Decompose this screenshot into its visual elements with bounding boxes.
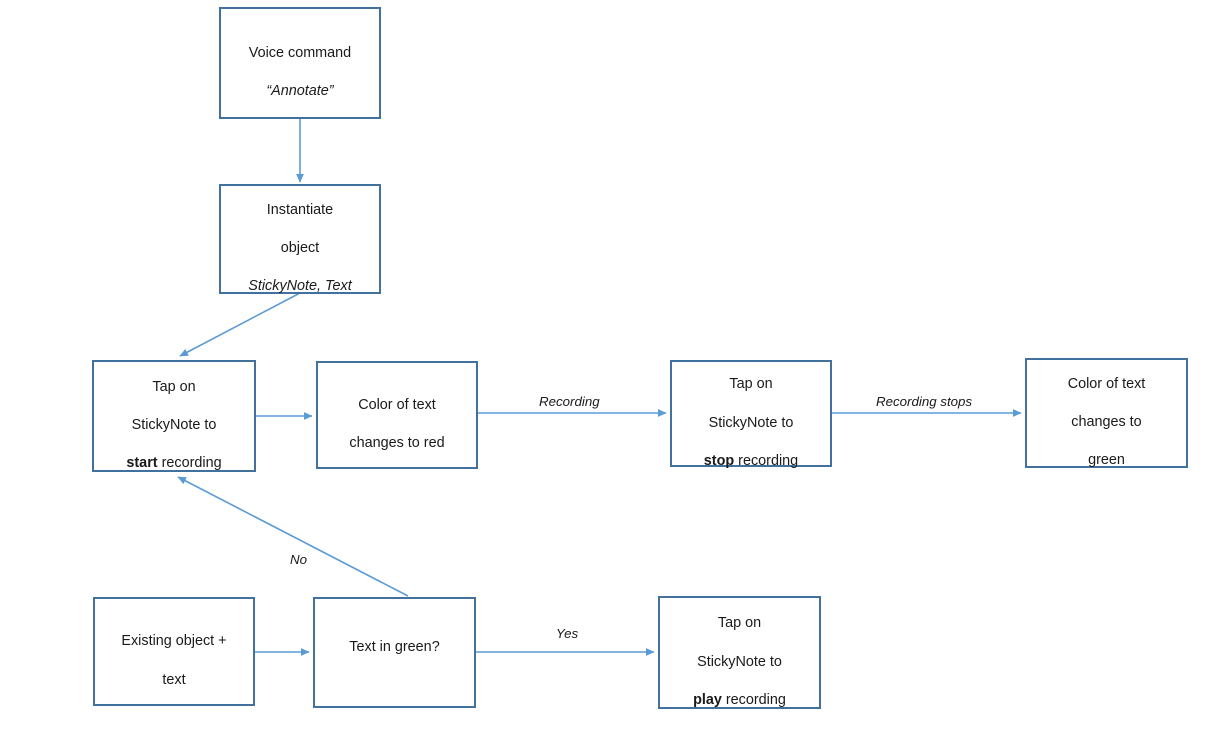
node-text-in-green-decision[interactable]: Text in green? — [313, 597, 476, 708]
node-text-in-green-decision-line1: Text in green? — [349, 639, 440, 656]
edge-label-no: No — [290, 552, 307, 567]
node-text-green-line2: changes to — [1071, 414, 1142, 430]
node-tap-start-recording-line1: Tap on — [152, 378, 196, 395]
edge-label-yes: Yes — [556, 626, 579, 641]
node-tap-play-recording-line2: StickyNote to — [697, 653, 782, 670]
node-tap-play-recording-line1: Tap on — [717, 615, 762, 632]
node-tap-stop-recording-keyword: stop — [703, 452, 735, 469]
node-tap-start-recording-line2: StickyNote to — [131, 417, 217, 433]
node-instantiate-object-label: Instantiate object StickyNote, Text — [242, 182, 357, 297]
node-tap-play-recording-line3-rest: recording — [721, 691, 786, 708]
node-existing-object-label: Existing object + text — [115, 613, 232, 690]
node-tap-start-recording-label: Tap on StickyNote to start recording — [120, 359, 227, 474]
node-text-green-label: Color of text changes to green — [1062, 356, 1152, 471]
node-text-red-label: Color of text changes to red — [343, 377, 450, 454]
edge-label-recording: Recording — [539, 394, 600, 409]
node-instantiate-object-line3: StickyNote, Text — [248, 278, 352, 295]
node-text-in-green-decision-label: Text in green? — [343, 619, 445, 657]
node-tap-start-recording-line3-rest: recording — [157, 455, 222, 472]
node-text-green[interactable]: Color of text changes to green — [1025, 358, 1188, 468]
connector-decision-no-to-start — [177, 476, 409, 597]
node-text-green-line1: Color of text — [1067, 375, 1146, 392]
node-text-red-line1: Color of text — [358, 396, 436, 413]
node-tap-start-recording[interactable]: Tap on StickyNote to start recording — [92, 360, 256, 472]
node-voice-command-line2: “Annotate” — [266, 83, 334, 100]
node-voice-command[interactable]: Voice command “Annotate” — [219, 7, 381, 119]
node-text-green-line3: green — [1088, 452, 1125, 469]
node-tap-stop-recording-line3-rest: recording — [734, 452, 799, 469]
node-tap-start-recording-keyword: start — [126, 455, 158, 472]
node-instantiate-object-line1: Instantiate — [266, 201, 334, 218]
node-tap-stop-recording-line2: StickyNote to — [708, 414, 794, 431]
node-tap-stop-recording-line1: Tap on — [729, 376, 773, 393]
node-tap-stop-recording-label: Tap on StickyNote to stop recording — [698, 356, 804, 471]
node-tap-play-recording[interactable]: Tap on StickyNote to play recording — [658, 596, 821, 709]
node-instantiate-object-line2: object — [280, 240, 320, 256]
node-tap-play-recording-label: Tap on StickyNote to play recording — [687, 595, 792, 710]
node-voice-command-label: Voice command “Annotate” — [243, 25, 357, 102]
node-tap-stop-recording[interactable]: Tap on StickyNote to stop recording — [670, 360, 832, 469]
node-voice-command-line1: Voice command — [248, 44, 352, 61]
node-text-red[interactable]: Color of text changes to red — [316, 361, 478, 469]
node-instantiate-object[interactable]: Instantiate object StickyNote, Text — [219, 184, 381, 294]
node-existing-object[interactable]: Existing object + text — [93, 597, 255, 706]
node-tap-play-recording-keyword: play — [693, 691, 722, 708]
edge-label-recording-stops: Recording stops — [876, 394, 973, 409]
connector-instantiate-to-start — [179, 292, 301, 357]
node-text-red-line2: changes to red — [349, 435, 445, 452]
node-existing-object-line1: Existing object + — [121, 633, 227, 650]
node-existing-object-line2: text — [162, 671, 186, 688]
